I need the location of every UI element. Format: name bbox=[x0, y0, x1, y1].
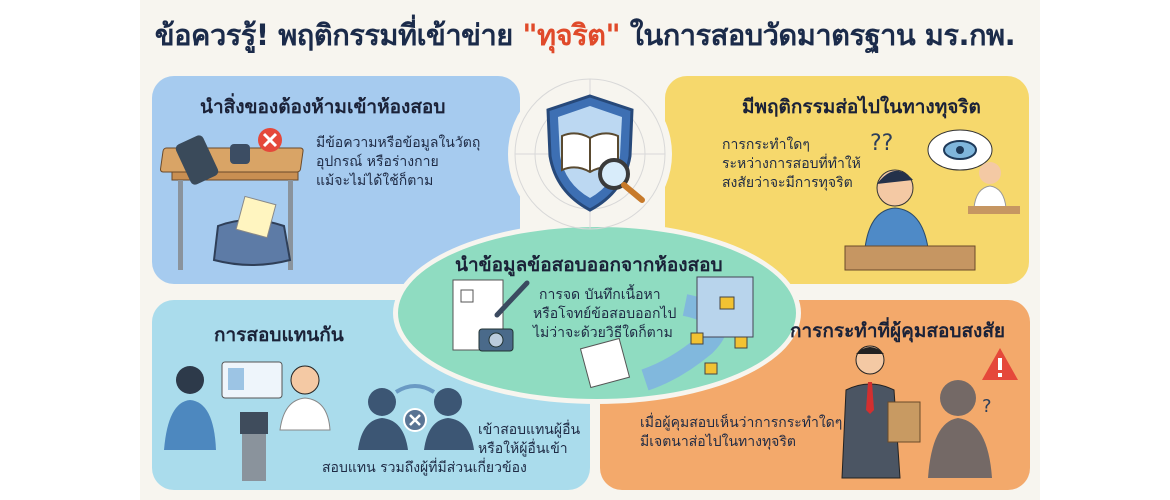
eye-icon bbox=[927, 129, 993, 171]
description-line: เมื่อผู้คุมสอบเห็นว่าการกระทำใดๆ bbox=[640, 415, 843, 431]
proctor-icon bbox=[841, 345, 921, 479]
id-card-icon bbox=[221, 361, 283, 399]
smartphone-icon bbox=[175, 135, 219, 185]
description-line: ระหว่างการสอบที่ทำให้ bbox=[722, 156, 861, 172]
impersonation-illustration bbox=[164, 361, 474, 481]
description-line: อุปกรณ์ หรือร่างกาย bbox=[316, 154, 439, 170]
page-title: ข้อควรรู้! พฤติกรรมที่เข้าข่าย "ทุจริต" … bbox=[0, 12, 1170, 58]
heading-suspicious-behavior: มีพฤติกรรมส่อไปในทางทุจริต bbox=[742, 96, 981, 118]
heading-prohibited-items: นำสิ่งของต้องห้ามเข้าห้องสอบ bbox=[200, 96, 446, 118]
description-prohibited-items: มีข้อความหรือข้อมูลในวัตถุ อุปกรณ์ หรือร… bbox=[316, 134, 480, 191]
heading-proctor-suspicion: การกระทำที่ผู้คุมสอบสงสัย bbox=[790, 320, 1006, 342]
heading-exam-leak: นำข้อมูลข้อสอบออกจากห้องสอบ bbox=[455, 254, 723, 276]
pen-icon bbox=[494, 280, 530, 318]
description-impersonation-a: เข้าสอบแทนผู้อื่น หรือให้ผู้อื่นเข้า bbox=[478, 421, 580, 459]
description-line: การกระทำใดๆ bbox=[722, 137, 810, 153]
title-highlight: "ทุจริต" bbox=[522, 18, 621, 52]
description-line: หรือโจทย์ข้อสอบออกไป bbox=[533, 306, 677, 322]
desk-illustration bbox=[159, 128, 304, 270]
description-line: มีข้อความหรือข้อมูลในวัตถุ bbox=[316, 135, 481, 151]
suspect-icon bbox=[928, 380, 992, 478]
student-illustration: ?? bbox=[844, 129, 1020, 271]
description-line: การจด บันทึกเนื้อหา bbox=[539, 287, 661, 303]
swap-icon bbox=[394, 384, 436, 394]
lock-icon bbox=[690, 296, 748, 375]
description-suspicious-behavior: การกระทำใดๆ ระหว่างการสอบที่ทำให้ สงสัยว… bbox=[722, 136, 861, 193]
desk-icon bbox=[844, 245, 976, 271]
description-exam-leak: การจด บันทึกเนื้อหา หรือโจทย์ข้อสอบออกไป… bbox=[533, 286, 676, 343]
proctor-illustration: ? bbox=[841, 345, 1018, 479]
student-icon bbox=[968, 162, 1020, 214]
warning-icon bbox=[982, 348, 1018, 380]
description-proctor-suspicion: เมื่อผู้คุมสอบเห็นว่าการกระทำใดๆ มีเจตนา… bbox=[640, 414, 842, 452]
question-mark-icon: ?? bbox=[870, 131, 893, 156]
notepad-icon bbox=[579, 337, 631, 389]
heading-impersonation: การสอบแทนกัน bbox=[214, 324, 344, 346]
description-line: มีเจตนาส่อไปในทางทุจริต bbox=[640, 434, 796, 450]
exam-leak-illustration bbox=[452, 276, 754, 391]
smartwatch-icon bbox=[230, 144, 250, 164]
description-line: แม้จะไม่ได้ใช้ก็ตาม bbox=[316, 173, 434, 189]
cross-icon bbox=[403, 408, 427, 432]
description-line: สอบแทน รวมถึงผู้ที่มีส่วนเกี่ยวข้อง bbox=[322, 460, 527, 476]
question-mark-icon: ? bbox=[982, 396, 992, 417]
description-line: เข้าสอบแทนผู้อื่น bbox=[478, 422, 581, 438]
prohibited-icon bbox=[258, 128, 282, 152]
description-line: หรือให้ผู้อื่นเข้า bbox=[478, 441, 568, 457]
camera-icon bbox=[478, 328, 514, 352]
description-line: สงสัยว่าจะมีการทุจริต bbox=[722, 175, 853, 191]
title-text-end: ในการสอบวัดมาตรฐาน มร.กพ. bbox=[620, 18, 1016, 52]
shield-book-magnifier-icon bbox=[514, 78, 666, 230]
kiosk-icon bbox=[242, 426, 266, 481]
description-line: ไม่ว่าจะด้วยวิธีใดก็ตาม bbox=[533, 325, 673, 341]
title-text: ข้อควรรู้! พฤติกรรมที่เข้าข่าย bbox=[154, 18, 523, 52]
fingerprint-icon bbox=[240, 412, 268, 434]
